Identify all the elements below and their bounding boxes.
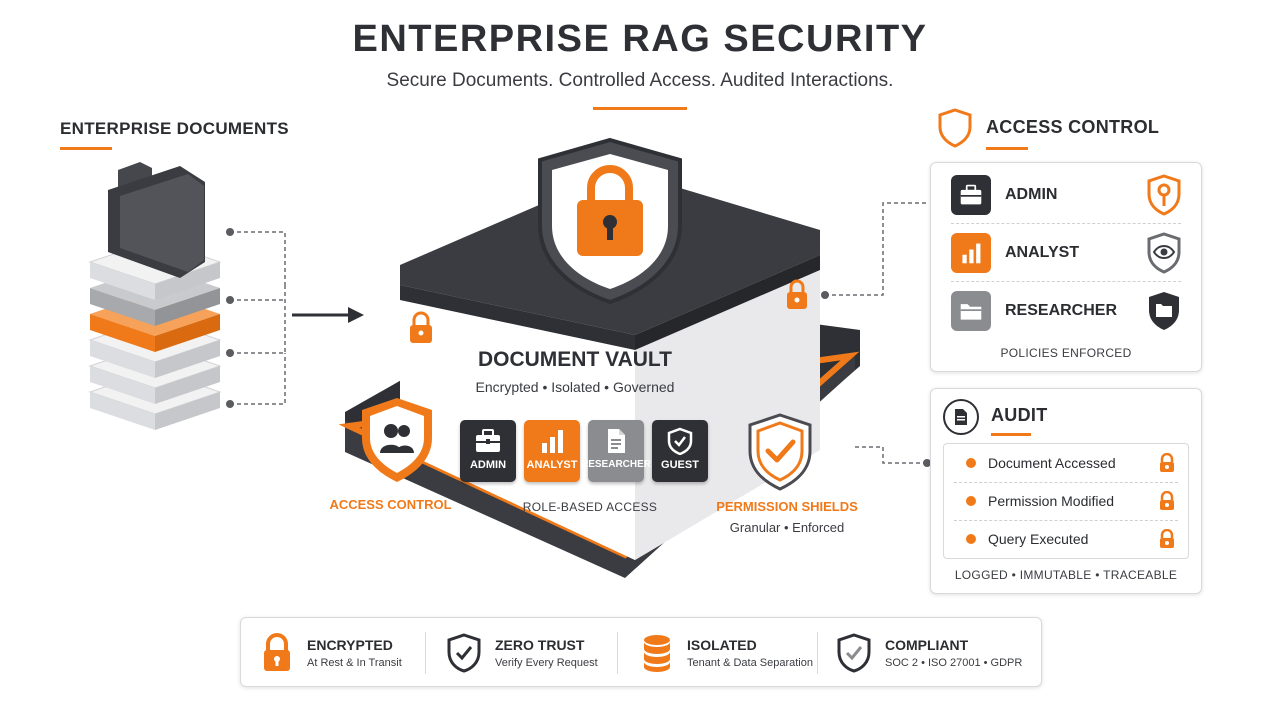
access-role-label: RESEARCHER — [1005, 302, 1118, 319]
permission-shields-sub: Granular • Enforced — [729, 520, 845, 535]
flow-arrow — [292, 307, 364, 323]
audit-footer: LOGGED • IMMUTABLE • TRACEABLE — [954, 568, 1178, 582]
audit-log: Document Accessed Permission Modified Qu… — [943, 443, 1189, 559]
lock-icon — [1160, 491, 1174, 510]
feature-title: ZERO TRUST — [495, 637, 585, 653]
audit-event-text: Permission Modified — [988, 493, 1115, 509]
access-role-label: ANALYST — [1005, 244, 1080, 261]
shield-check-icon — [837, 633, 871, 673]
role-tile-researcher: RESEARCHER — [581, 420, 651, 482]
audit-event-row: Permission Modified — [954, 482, 1176, 520]
permission-shields-title: PERMISSION SHIELDS — [716, 499, 858, 514]
vault-shield-icon — [538, 137, 682, 305]
audit-event-text: Query Executed — [988, 531, 1089, 547]
folder-icon — [951, 291, 991, 331]
lock-icon — [264, 633, 290, 671]
roles-caption: ROLE-BASED ACCESS — [522, 500, 658, 514]
key-shield-icon — [1147, 174, 1181, 216]
policies-footer: POLICIES ENFORCED — [1000, 346, 1132, 360]
audit-event-text: Document Accessed — [988, 455, 1116, 471]
shield-check-icon — [667, 427, 693, 455]
lock-icon — [1160, 529, 1174, 548]
role-tile-admin: ADMIN — [460, 420, 516, 482]
feature-title: ENCRYPTED — [307, 637, 393, 653]
feature-title: ISOLATED — [687, 637, 757, 653]
feature-subtitle: Tenant & Data Separation — [687, 657, 813, 669]
feature-encrypted: ENCRYPTED At Rest & In Transit — [261, 618, 402, 688]
document-icon — [608, 429, 625, 453]
role-tile-label: GUEST — [661, 459, 699, 471]
eye-shield-icon — [1147, 232, 1181, 274]
vault-title: DOCUMENT VAULT — [477, 348, 673, 371]
side-lock-icon-right — [787, 279, 807, 309]
document-stack — [88, 162, 364, 430]
audit-event-row: Document Accessed — [954, 444, 1176, 482]
documents-underline — [60, 147, 112, 150]
permission-shield-icon — [748, 413, 812, 491]
access-control-shield-icon — [362, 398, 432, 482]
access-role-researcher: RESEARCHER — [951, 283, 1181, 339]
vault-subtitle: Encrypted • Isolated • Governed — [475, 379, 675, 395]
feature-subtitle: Verify Every Request — [495, 657, 598, 669]
access-role-admin: ADMIN — [951, 167, 1181, 223]
feature-title: COMPLIANT — [885, 637, 969, 653]
feature-isolated: ISOLATED Tenant & Data Separation — [641, 618, 813, 688]
title-underline — [593, 107, 687, 110]
audit-card: AUDIT Document Accessed Permission Modif… — [930, 388, 1202, 594]
briefcase-icon — [951, 175, 991, 215]
feature-subtitle: SOC 2 • ISO 27001 • GDPR — [885, 657, 1023, 669]
side-lock-icon — [410, 311, 432, 343]
briefcase-icon — [476, 429, 500, 452]
folder-icon — [108, 162, 205, 278]
audit-event-row: Query Executed — [954, 520, 1176, 558]
audit-heading: AUDIT — [991, 405, 1048, 425]
feature-zero-trust: ZERO TRUST Verify Every Request — [447, 618, 598, 688]
role-tile-guest: GUEST — [652, 420, 708, 482]
role-tile-label: ADMIN — [469, 459, 507, 471]
page-subtitle: Secure Documents. Controlled Access. Aud… — [386, 70, 894, 91]
feature-subtitle: At Rest & In Transit — [307, 657, 402, 669]
role-tile-label: ANALYST — [526, 459, 578, 471]
audit-doc-icon — [943, 399, 979, 435]
database-icon — [644, 635, 670, 672]
access-control-heading: ACCESS CONTROL — [986, 117, 1160, 137]
role-tile-analyst: ANALYST — [524, 420, 580, 482]
feature-bar: ENCRYPTED At Rest & In Transit ZERO TRUS… — [240, 617, 1042, 687]
access-role-analyst: ANALYST — [951, 225, 1181, 281]
bar-chart-icon — [951, 233, 991, 273]
document-connectors — [230, 231, 286, 405]
page-title: ENTERPRISE RAG SECURITY — [352, 18, 928, 60]
role-tile-label: RESEARCHER — [581, 459, 652, 470]
bar-chart-icon — [542, 430, 563, 453]
feature-compliant: COMPLIANT SOC 2 • ISO 27001 • GDPR — [837, 618, 1022, 688]
access-role-label: ADMIN — [1005, 186, 1058, 203]
documents-heading: ENTERPRISE DOCUMENTS — [60, 119, 289, 138]
lock-icon — [1160, 453, 1174, 472]
access-control-heading-icon — [938, 108, 972, 148]
folder-shield-icon — [1149, 292, 1179, 330]
access-control-card: ADMIN ANALYST RESEARCHER POLICIES ENFORC… — [930, 162, 1202, 372]
access-control-underline — [986, 147, 1028, 150]
shield-check-icon — [447, 633, 481, 673]
audit-underline — [991, 433, 1031, 436]
right-connectors — [821, 202, 931, 467]
access-control-label: ACCESS CONTROL — [329, 497, 452, 512]
